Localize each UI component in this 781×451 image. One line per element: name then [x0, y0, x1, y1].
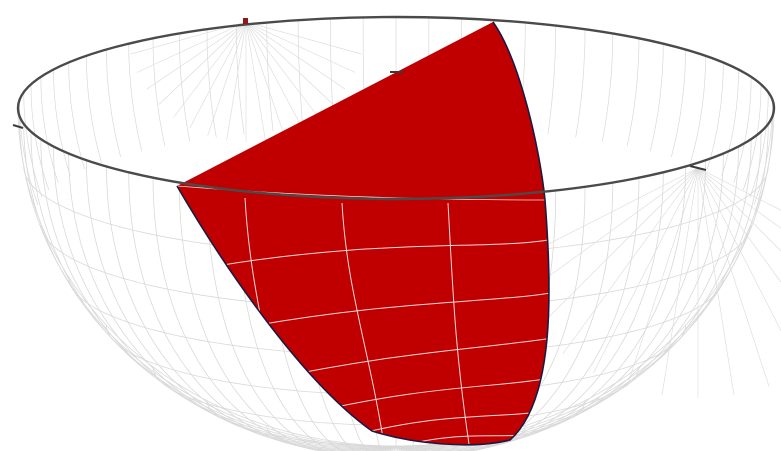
grid-fan-east	[697, 167, 781, 229]
grid-inner-meridian	[86, 55, 102, 163]
plane-grid-line	[204, 239, 549, 269]
grid-meridian	[17, 107, 397, 447]
grid-meridian	[395, 172, 664, 451]
rim-tick-2	[12, 124, 24, 129]
grid-fan-east	[697, 167, 735, 396]
grid-fan-north	[245, 21, 334, 105]
grid-inner-meridian	[128, 43, 143, 152]
grid-meridian	[23, 123, 397, 447]
grid-fan-east	[697, 167, 770, 387]
grid-meridian	[106, 166, 397, 451]
grid-fan-north	[245, 21, 362, 55]
grid-inner-meridian	[235, 25, 245, 135]
hemisphere-rim	[16, 15, 776, 201]
grid-fan-east	[593, 167, 699, 374]
grid-meridian	[30, 131, 397, 448]
grid-inner-meridian	[178, 33, 191, 142]
north-marker	[243, 18, 248, 24]
grid-meridian	[178, 182, 397, 451]
grid-fan-north	[245, 21, 285, 136]
grid-inner-meridian	[547, 25, 557, 135]
grid-fan-north	[173, 21, 247, 118]
grid-meridian	[128, 172, 397, 451]
grid-inner-meridian	[626, 38, 640, 147]
grid-fan-north	[245, 21, 319, 118]
grid-meridian	[152, 177, 397, 451]
grid-latitude	[206, 400, 586, 447]
plane-fill	[177, 22, 550, 445]
grid-inner-meridian	[30, 84, 50, 191]
plane-edge	[176, 21, 550, 446]
grid-fan-north	[245, 21, 356, 73]
grid-inner-meridian	[742, 84, 762, 191]
grid-fan-north	[245, 21, 266, 141]
grid-meridian	[206, 186, 397, 451]
grid-inner-meridian	[690, 55, 706, 163]
grid-inner-meridian	[749, 92, 769, 198]
grid-inner-meridian	[649, 43, 664, 152]
grid-fan-north	[158, 21, 247, 105]
grid-inner-meridian	[106, 49, 121, 157]
plane-grid-line	[299, 377, 550, 416]
grid-meridian	[395, 177, 640, 451]
rim-markers	[12, 18, 707, 171]
grid-inner-meridian	[733, 76, 752, 183]
grid-fan-north	[226, 21, 247, 141]
grid-fan-north	[146, 21, 247, 90]
grid-inner-meridian	[53, 69, 71, 176]
grid-fan-east	[697, 167, 781, 252]
grid-inner-meridian	[297, 20, 304, 129]
grid-inner-meridian	[266, 22, 274, 132]
grid-fan-east	[535, 167, 699, 331]
grid-inner-meridian	[40, 76, 59, 183]
plane-grid-line	[341, 202, 386, 445]
grid-fan-east	[562, 167, 699, 355]
grid-fan-east	[661, 167, 699, 396]
grid-fan-east	[697, 167, 781, 211]
grid-fan-north	[245, 21, 303, 129]
grid-inner-meridian	[601, 33, 614, 142]
grid-inner-meridian	[23, 92, 43, 198]
plane-grid-line	[229, 292, 550, 331]
grid-fan-north	[245, 21, 346, 90]
grid-fan-east	[626, 167, 699, 387]
grid-fan-north	[207, 21, 247, 136]
grid-meridian	[53, 146, 397, 449]
grid-latitude	[330, 440, 462, 451]
grid-meridian	[395, 182, 614, 451]
plane-grid-line	[264, 337, 550, 381]
plane-grid-line	[447, 202, 471, 445]
grid-inner-meridian	[152, 38, 166, 147]
rim-tick-3	[689, 165, 707, 171]
grid-fan-north	[136, 21, 247, 73]
grid-inner-meridian	[68, 62, 86, 170]
grid-fan-north	[189, 21, 247, 129]
grid-fan-east	[697, 167, 781, 283]
grid-inner-meridian	[575, 29, 586, 138]
grid-inner-meridian	[706, 62, 724, 170]
grid-meridian	[395, 160, 706, 451]
grid-fan-east	[697, 167, 781, 332]
grid-meridian	[395, 153, 724, 450]
grid-inner-meridian	[671, 49, 686, 157]
grid-inner-meridian	[721, 69, 739, 176]
